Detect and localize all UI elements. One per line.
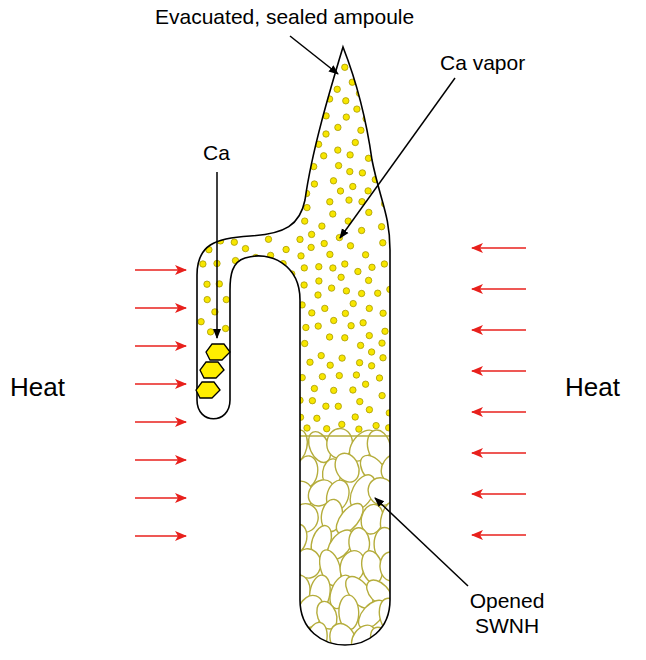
callout-label: Opened SWNH	[462, 588, 552, 638]
ca-crystals	[196, 344, 230, 398]
callout-label: Ca vapor	[440, 50, 525, 75]
title-label: Evacuated, sealed ampoule	[155, 4, 414, 29]
vapor-dots	[198, 52, 393, 432]
heat-label: Heat	[10, 372, 65, 403]
ampoule-outline	[197, 47, 390, 645]
callout-label: Ca	[203, 140, 230, 165]
swnh-top	[300, 435, 390, 437]
heat-arrows	[135, 248, 526, 536]
leader-arrows	[217, 36, 468, 586]
heat-label: Heat	[565, 372, 620, 403]
